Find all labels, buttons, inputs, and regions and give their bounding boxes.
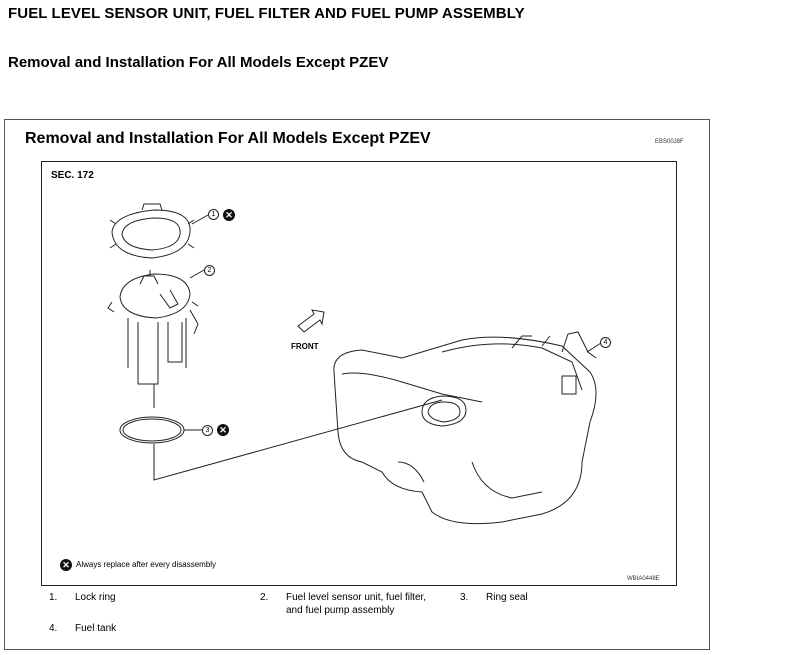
callout-4: 4 <box>600 337 611 348</box>
section-label: SEC. 172 <box>51 170 94 181</box>
x-circle-icon: ✕ <box>223 209 235 221</box>
page-title: FUEL LEVEL SENSOR UNIT, FUEL FILTER AND … <box>8 5 525 22</box>
legend-number: 1. <box>49 592 58 603</box>
legend-item: 1. Lock ring <box>49 591 249 617</box>
art-code: WBIA0448E <box>627 576 660 582</box>
x-circle-icon: ✕ <box>217 424 229 436</box>
replace-note: ✕ Always replace after every disassembly <box>60 559 216 571</box>
lock-ring-part <box>109 203 195 259</box>
legend-number: 3. <box>460 592 469 603</box>
legend-item: 4. Fuel tank <box>49 622 249 636</box>
callout-1: 1 <box>208 209 219 220</box>
figure-title: Removal and Installation For All Models … <box>25 130 431 147</box>
legend-text: Fuel level sensor unit, fuel filter, <box>286 592 427 603</box>
fuel-tank-part <box>333 331 597 525</box>
legend-text: Lock ring <box>75 592 116 603</box>
exploded-view-illustration <box>107 203 602 525</box>
legend-item: 2. Fuel level sensor unit, fuel filter, … <box>260 591 460 619</box>
figure-code: EBS00J8F <box>655 139 684 145</box>
x-circle-icon: ✕ <box>60 559 72 571</box>
legend-item: 3. Ring seal <box>460 591 580 605</box>
ring-seal-part <box>119 416 185 444</box>
page-subtitle: Removal and Installation For All Models … <box>8 54 389 71</box>
legend-text: Ring seal <box>486 592 528 603</box>
legend-text: Fuel tank <box>75 623 117 634</box>
replace-note-text: Always replace after every disassembly <box>76 560 217 570</box>
fuel-pump-assembly-part <box>107 270 199 385</box>
legend-number: 4. <box>49 623 58 634</box>
front-direction-label: FRONT <box>291 342 319 351</box>
legend-number: 2. <box>260 592 269 603</box>
callout-3: 3 <box>202 425 213 436</box>
illustration-frame: SEC. 172 <box>41 161 677 586</box>
figure-container: Removal and Installation For All Models … <box>4 119 710 650</box>
legend-text-line2: and fuel pump assembly <box>286 605 395 616</box>
callout-2: 2 <box>204 265 215 276</box>
